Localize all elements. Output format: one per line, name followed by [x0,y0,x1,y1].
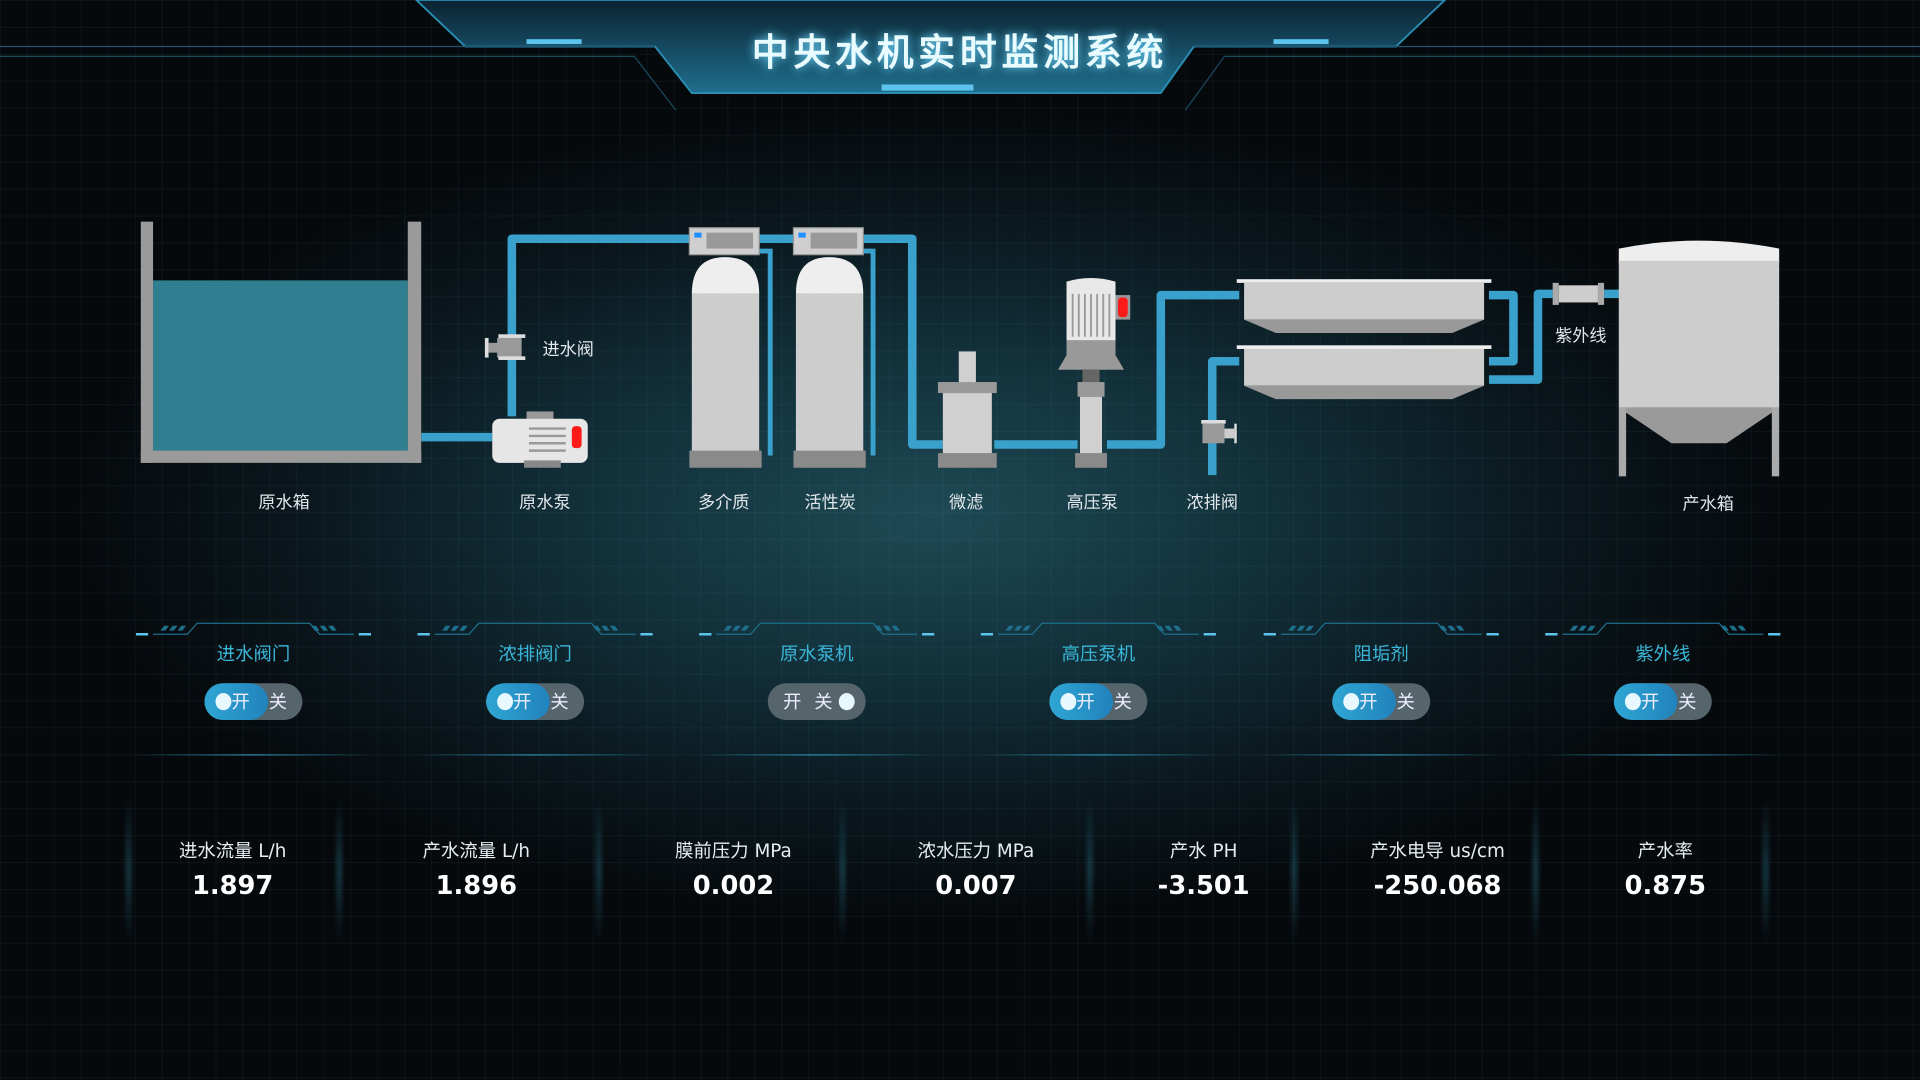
metric-separator [336,795,342,946]
metric-separator [1533,795,1538,946]
toggle-on-label: 开 [783,690,802,713]
toggle-off-label: 关 [1678,690,1697,713]
power-toggle[interactable]: 开 关 [767,683,866,721]
metric-value: -250.068 [1373,870,1502,901]
metric-card: 进水流量 L/h 1.897 [179,838,286,900]
label-drain-valve: 浓排阀 [1186,493,1238,514]
metric-label: 浓水压力 MPa [917,840,1035,863]
toggle-knob [497,693,514,711]
toggle-knob [1343,693,1360,711]
uv-sterilizer-icon [1552,282,1605,305]
metric-value: 0.002 [692,870,775,901]
metric-separator [1763,795,1769,946]
control-panel: 进水阀门 关 开 [131,618,376,756]
power-toggle[interactable]: 关 开 [1613,683,1712,721]
power-toggle[interactable]: 关 开 [1332,683,1431,721]
metric-card: 产水电导 us/cm -250.068 [1370,838,1505,900]
toggle-knob [1060,693,1077,711]
metric-label: 产水电导 us/cm [1370,840,1505,863]
metric-card: 浓水压力 MPa 0.007 [918,838,1035,900]
metric-label: 产水流量 L/h [422,840,531,863]
metric-separator [1291,795,1297,946]
metric-separator [1087,795,1093,946]
toggle-on-label: 开 [1332,683,1396,721]
control-title: 浓排阀门 [498,642,572,665]
metric-separator [840,795,845,946]
control-title: 阻垢剂 [1353,642,1409,665]
process-diagram [140,221,1780,477]
metric-label: 产水率 [1637,840,1693,863]
control-title: 高压泵机 [1061,642,1136,665]
label-raw-pump: 原水泵 [519,493,571,514]
control-panel: 原水泵机 开 关 [694,618,940,756]
label-hp-pump: 高压泵 [1066,493,1118,514]
power-toggle[interactable]: 关 开 [1049,683,1148,721]
label-product-tank: 产水箱 [1682,494,1734,515]
metric-value: 0.007 [935,870,1017,901]
micro-filter-icon [937,351,997,468]
ro-membrane-icon [1236,279,1492,400]
toggle-on-label: 开 [1613,683,1678,721]
label-inlet-valve: 进水阀 [542,340,594,361]
multi-media-filter-icon [688,227,762,468]
metric-label: 产水 PH [1169,840,1238,863]
toggle-on-label: 开 [1049,683,1114,721]
high-pressure-pump-icon [1057,277,1131,468]
control-panel: 紫外线 关 开 [1540,618,1786,756]
toggle-on-label: 开 [204,683,269,721]
control-title: 原水泵机 [779,642,854,665]
metric-separator [126,795,132,946]
label-raw-tank: 原水箱 [258,493,310,514]
metric-value: 1.897 [191,870,274,901]
toggle-off-label: 关 [268,690,288,713]
page-title: 中央水机实时监测系统 [751,31,1169,75]
control-title: 紫外线 [1635,642,1691,665]
power-toggle[interactable]: 关 开 [204,683,303,721]
metric-card: 产水率 0.875 [1625,838,1706,900]
toggle-off-label: 关 [814,690,833,713]
divider [1540,754,1786,756]
control-panel: 高压泵机 关 开 [975,618,1221,756]
label-uv: 紫外线 [1555,326,1607,347]
activated-carbon-filter-icon [792,227,866,468]
divider [975,754,1221,756]
metric-label: 膜前压力 MPa [675,840,792,863]
header-frame [0,0,1920,111]
metric-value: 1.896 [435,870,518,901]
toggle-knob [215,693,232,711]
metric-separator [596,795,602,946]
toggle-off-label: 关 [1113,690,1133,713]
raw-water-tank [140,221,422,463]
toggle-on-label: 开 [486,683,550,721]
metric-card: 产水流量 L/h 1.896 [423,838,530,900]
metric-card: 产水 PH -3.501 [1158,838,1250,900]
power-toggle[interactable]: 关 开 [486,683,585,721]
label-multi-media: 多介质 [697,493,750,514]
toggle-off-label: 关 [550,690,569,713]
toggle-off-label: 关 [1396,690,1415,713]
raw-pump-icon [492,411,588,468]
toggle-knob [1624,693,1641,711]
divider [412,754,658,756]
metric-value: 0.875 [1624,870,1706,901]
label-carbon: 活性炭 [804,493,856,514]
drain-valve-icon [1201,420,1237,444]
metric-value: -3.501 [1157,870,1250,901]
product-water-tank [1618,240,1780,477]
divider [1258,754,1504,756]
toggle-knob [838,693,855,711]
metric-card: 膜前压力 MPa 0.002 [675,838,792,900]
divider [694,754,940,756]
control-title: 进水阀门 [216,642,291,665]
inlet-valve-icon [484,334,526,361]
metric-label: 进水流量 L/h [178,840,287,863]
control-panel: 阻垢剂 关 开 [1258,618,1504,756]
label-micro-filter: 微滤 [948,493,984,514]
control-panel: 浓排阀门 关 开 [412,618,658,756]
divider [131,754,376,756]
